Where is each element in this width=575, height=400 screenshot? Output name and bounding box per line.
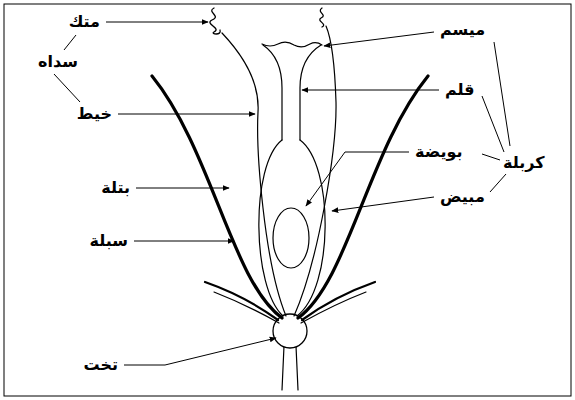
stalk-line [296, 346, 298, 390]
ovule [273, 208, 309, 268]
leader-line [332, 197, 434, 211]
petal [152, 76, 282, 318]
bracket-line [482, 96, 504, 152]
leader-line [302, 90, 439, 91]
filament [294, 26, 336, 316]
bracket-line [494, 42, 510, 146]
filament [222, 33, 286, 316]
bracket-line [54, 74, 80, 102]
leader-line [124, 338, 276, 365]
part-label: مبيض [440, 187, 485, 206]
bracket-line [64, 35, 76, 50]
part-label: سبلة [90, 231, 129, 250]
leader-lines [54, 22, 510, 365]
part-label: كربلة [503, 153, 545, 172]
leader-line [324, 32, 434, 46]
ovary [297, 140, 325, 316]
ovary [259, 140, 283, 316]
petal [298, 76, 428, 318]
bracket-line [490, 174, 506, 192]
stigma [262, 42, 322, 47]
part-label: بويضة [415, 142, 463, 161]
anther [320, 8, 324, 27]
leader-line [118, 114, 255, 115]
style [300, 45, 321, 140]
part-label: متك [69, 12, 100, 31]
flower-drawing [152, 8, 428, 390]
frame [4, 4, 571, 396]
stalk-line [282, 346, 284, 390]
anther [210, 8, 220, 34]
leader-line [106, 22, 208, 23]
bracket-line [482, 154, 500, 160]
leader-line [134, 241, 234, 242]
part-label: تخت [84, 355, 118, 374]
part-label: قلم [445, 80, 475, 99]
style [263, 45, 282, 140]
leader-line [306, 152, 409, 206]
part-label: بتلة [101, 178, 130, 197]
part-label: سداه [38, 52, 78, 71]
part-label: خيط [77, 104, 112, 123]
leader-line [136, 188, 229, 189]
part-label: ميسم [440, 20, 485, 39]
